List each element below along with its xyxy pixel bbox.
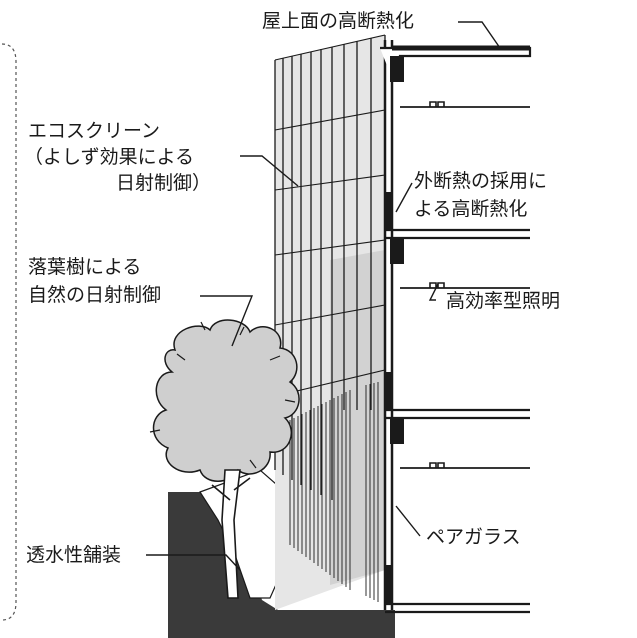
eco-screen [274, 34, 386, 610]
deciduous-tree [149, 319, 300, 599]
label-eco-screen-3: 日射制御） [116, 172, 212, 194]
label-exterior-insulation-2: よる高断熱化 [414, 198, 528, 220]
label-eco-screen-1: エコスクリーン [28, 120, 161, 142]
leader-tree [200, 295, 254, 347]
tree-canopy [152, 319, 300, 482]
dashed-bracket [1, 43, 17, 621]
label-deciduous-tree-1: 落葉樹による [28, 256, 142, 278]
leader-roof [458, 21, 501, 49]
label-eco-screen-2: （よしず効果による [24, 146, 195, 168]
label-pair-glass: ペアガラス [426, 526, 521, 548]
leader-pair-glass [395, 505, 421, 537]
leader-lighting [428, 283, 439, 301]
leader-lines [146, 21, 501, 571]
label-deciduous-tree-2: 自然の日射制御 [28, 284, 162, 306]
leader-eco-screen [240, 155, 299, 187]
label-high-efficiency-lighting: 高効率型照明 [446, 290, 561, 312]
label-roof-insulation: 屋上面の高断熱化 [262, 10, 415, 32]
leader-exterior-insulation [395, 182, 413, 213]
label-permeable-pavement: 透水性舗装 [26, 544, 122, 566]
beam-blocks [386, 56, 404, 603]
label-exterior-insulation-1: 外断熱の採用に [414, 170, 548, 192]
leader-pavement [146, 554, 241, 571]
